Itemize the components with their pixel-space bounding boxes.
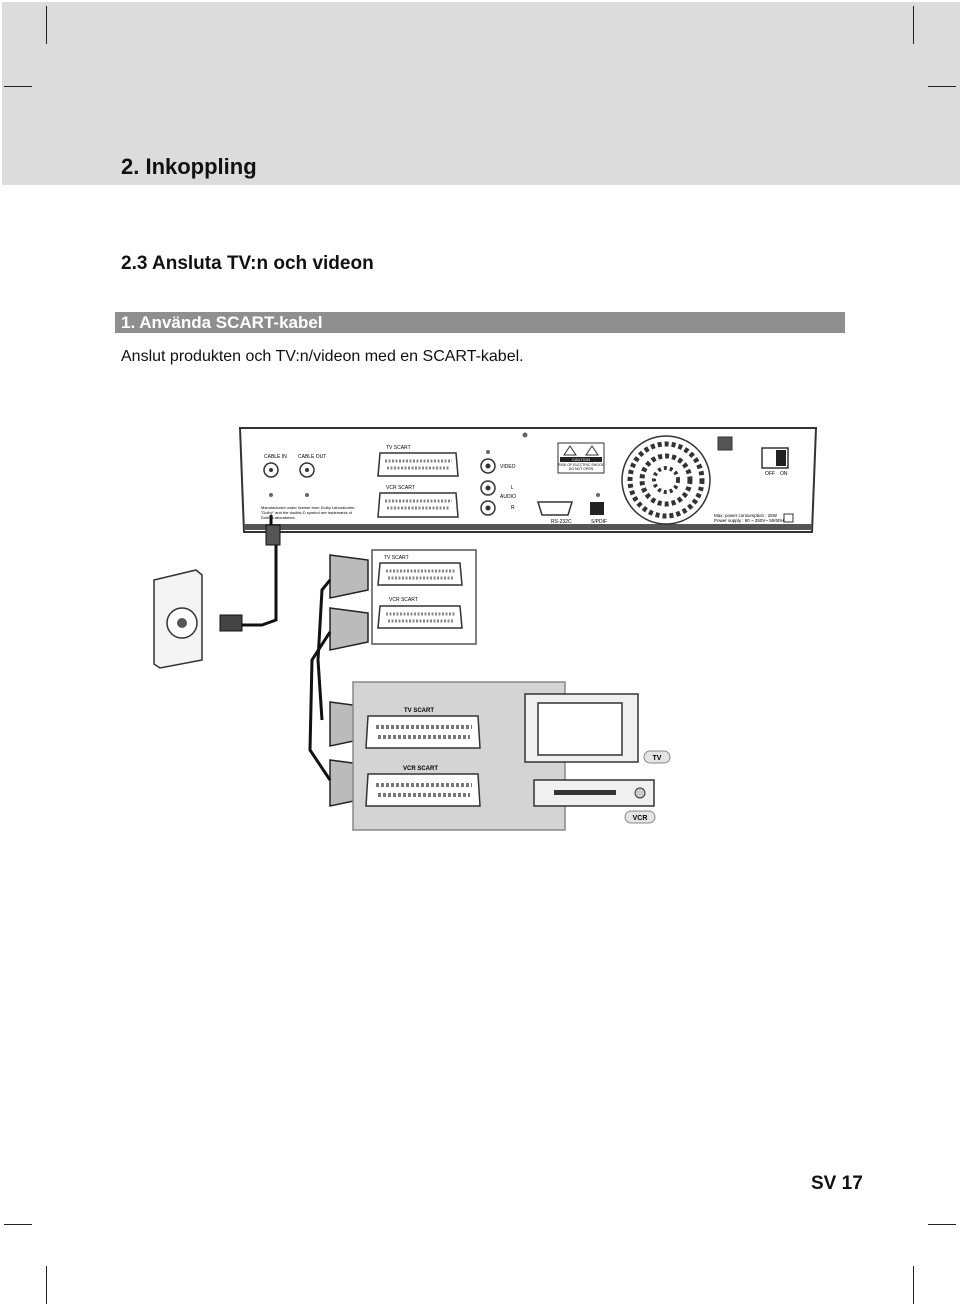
tv-badge xyxy=(643,750,671,764)
crop-mark xyxy=(4,86,32,87)
dolby-text-1: Manufactured under license from Dolby La… xyxy=(261,505,355,510)
device-vcr-scart-label: VCR SCART xyxy=(403,766,438,772)
dolby-text-2: "Dolby" and the double-D symbol are trad… xyxy=(261,510,353,515)
tv-screen xyxy=(537,702,623,756)
power-text-2: Power supply : 90 ~ 250V~ 50/60Hz xyxy=(714,518,787,523)
zoom-tv-scart-port xyxy=(377,562,463,586)
scart-plug xyxy=(329,607,369,651)
caution-text-2: DO NOT OPEN xyxy=(569,467,594,471)
screw-icon xyxy=(522,432,528,438)
receiver-rear-panel: CABLE IN CABLE OUT Manufactured under li… xyxy=(238,427,818,533)
screw-icon xyxy=(486,450,490,454)
wall-socket xyxy=(153,569,203,669)
chapter-title: 2. Inkoppling xyxy=(121,154,257,179)
vcr-badge xyxy=(624,810,656,824)
scart-cable xyxy=(308,631,332,781)
zoom-tv-scart-label: TV SCART xyxy=(384,555,409,561)
crop-mark xyxy=(4,1224,32,1225)
screw-icon xyxy=(305,493,309,497)
tv-scart-port xyxy=(377,452,459,477)
power-text-1: Max. power consumption : 25W xyxy=(714,513,778,518)
device-vcr-scart-port xyxy=(365,773,481,807)
tv-label: TV xyxy=(653,755,662,762)
video-label: VIDEO xyxy=(500,464,516,470)
device-tv-scart-label: TV SCART xyxy=(404,708,434,714)
rs232c-label: RS-232C xyxy=(551,519,572,525)
subsection-bar: 1. Använda SCART-kabel xyxy=(115,312,845,333)
fan-ring xyxy=(639,453,693,507)
caution-label: CAUTION xyxy=(572,457,590,462)
vcr-label: VCR xyxy=(633,815,648,822)
scart-zoom-panel: TV SCART VCR SCART xyxy=(371,549,477,645)
cable-out-label: CABLE OUT xyxy=(298,454,326,460)
screw-icon xyxy=(269,493,273,497)
connection-diagram: CABLE IN CABLE OUT Manufactured under li… xyxy=(153,427,818,831)
power-switch-rocker xyxy=(776,450,786,466)
crop-mark xyxy=(46,6,47,44)
off-label: OFF xyxy=(765,471,775,477)
crop-mark xyxy=(46,1266,47,1304)
spdif-port xyxy=(590,502,604,515)
vcr-knob xyxy=(634,787,646,799)
crop-mark xyxy=(913,1266,914,1304)
power-socket xyxy=(783,513,794,523)
fan-grille xyxy=(621,435,711,525)
zoom-vcr-scart-port xyxy=(377,605,463,629)
warning-triangle-icon xyxy=(563,445,577,456)
on-label: ON xyxy=(780,471,788,477)
power-knob xyxy=(717,436,733,451)
crop-mark xyxy=(913,6,914,44)
antenna-plug xyxy=(265,524,281,546)
device-scart-panel: TV SCART VCR SCART xyxy=(352,681,655,831)
caution-text-1: RISK OF ELECTRIC SHOCK xyxy=(558,463,604,467)
caution-banner xyxy=(560,457,602,462)
page-number: SV 17 xyxy=(811,1173,863,1194)
vcr-scart-port xyxy=(377,492,459,518)
subsection-title: 1. Använda SCART-kabel xyxy=(121,313,323,332)
audio-l-label: L xyxy=(511,485,514,491)
fan-ring xyxy=(652,466,680,494)
zoom-vcr-scart-label: VCR SCART xyxy=(389,597,418,603)
port-pin-icon xyxy=(269,468,273,472)
dolby-text-3: Dolby Laboratories. xyxy=(261,515,296,520)
port-pin-icon xyxy=(485,485,491,491)
screw-icon xyxy=(596,493,600,497)
panel-bottom-edge xyxy=(244,524,812,530)
scart-cable xyxy=(316,579,332,721)
cable-in-label: CABLE IN xyxy=(264,454,287,460)
antenna-plug xyxy=(219,614,243,632)
spdif-label: S/PDIF xyxy=(591,519,607,525)
socket-pin-icon xyxy=(177,618,187,628)
crop-mark xyxy=(928,86,956,87)
section-title: 2.3 Ansluta TV:n och videon xyxy=(121,253,374,274)
port-pin-icon xyxy=(485,505,491,511)
port-pin-icon xyxy=(485,463,491,469)
audio-r-label: R xyxy=(511,505,515,511)
tv-scart-label: TV SCART xyxy=(386,445,411,451)
vcr-tape-slot xyxy=(554,790,616,795)
scart-plug xyxy=(329,554,369,599)
device-tv-scart-port xyxy=(365,715,481,749)
header-band xyxy=(2,2,960,185)
audio-label: AUDIO xyxy=(500,494,516,500)
crop-mark xyxy=(928,1224,956,1225)
rs232c-port xyxy=(536,501,574,516)
warning-triangle-icon xyxy=(585,445,599,456)
body-text: Anslut produkten och TV:n/videon med en … xyxy=(121,348,524,365)
fan-ring xyxy=(627,441,705,519)
vcr-scart-label: VCR SCART xyxy=(386,485,415,491)
port-pin-icon xyxy=(305,468,309,472)
